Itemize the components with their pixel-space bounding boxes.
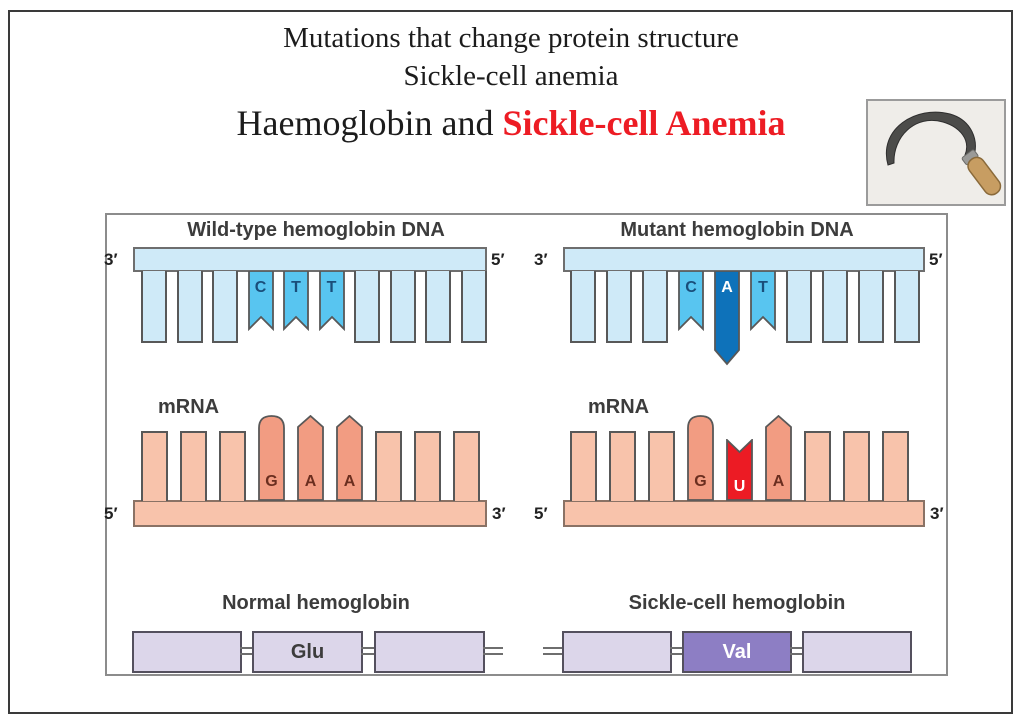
mutant-mrna-label: mRNA [588,396,650,418]
sickle-protein-box-1 [562,631,672,673]
peptide-bond [361,647,376,655]
wildtype-mrna-label: mRNA [158,396,220,418]
slide-title-line1: Mutations that change protein structure [283,22,739,54]
peptide-bond [543,647,564,655]
sickle-hemoglobin-heading: Sickle-cell hemoglobin [628,592,846,614]
sickle-icon [885,111,1002,196]
wildtype-mrna-3prime: 3′ [492,504,506,523]
normal-protein-box-3 [374,631,485,673]
title-black-text: Haemoglobin and [236,103,503,143]
slide-title-line2: Sickle-cell anemia [403,60,619,92]
slide-border [8,10,1013,714]
mutant-dna-heading: Mutant hemoglobin DNA [620,219,854,241]
peptide-bond [483,647,503,655]
mutant-mrna-3prime: 3′ [930,504,944,523]
mutant-mrna-strand [563,500,925,527]
sickle-handle [967,156,1002,196]
normal-protein-box-1 [132,631,242,673]
peptide-bond [790,647,804,655]
normal-hemoglobin-heading: Normal hemoglobin [222,592,410,614]
normal-protein-box-glu: Glu [252,631,363,673]
mutant-dna-5prime: 5′ [929,250,943,269]
peptide-bond [670,647,684,655]
wildtype-mrna-strand [133,500,487,527]
mutant-dna-strand [563,247,925,272]
wildtype-mrna-5prime: 5′ [104,504,118,523]
sickle-protein-box-3 [802,631,912,673]
wildtype-dna-3prime: 3′ [104,250,118,269]
wildtype-dna-heading: Wild-type hemoglobin DNA [187,219,445,241]
mutant-mrna-5prime: 5′ [534,504,548,523]
sickle-photo [866,99,1006,206]
wildtype-dna-5prime: 5′ [491,250,505,269]
slide-title-line3: Haemoglobin and Sickle-cell Anemia [0,102,1022,144]
wildtype-dna-strand [133,247,487,272]
mutant-dna-3prime: 3′ [534,250,548,269]
title-red-text: Sickle-cell Anemia [502,103,786,143]
sickle-protein-box-val: Val [682,631,792,673]
peptide-bond [240,647,254,655]
